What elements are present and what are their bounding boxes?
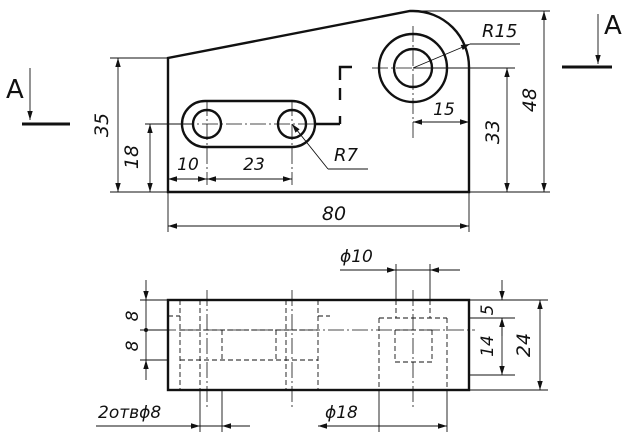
dim-80-text: 80 bbox=[322, 203, 346, 225]
top-outline bbox=[166, 298, 471, 392]
dim-48-text: 48 bbox=[519, 88, 541, 112]
dim-8-dot bbox=[144, 328, 148, 332]
dim-15-text: 15 bbox=[433, 100, 455, 120]
dim-24-text: 24 bbox=[513, 333, 535, 357]
dim-d8-text: 2отвϕ8 bbox=[98, 403, 161, 423]
section-cut-step3 bbox=[338, 65, 352, 80]
dim-18-text: 18 bbox=[121, 145, 143, 169]
dim-10-text: 10 bbox=[177, 155, 199, 175]
section-letter-left: A bbox=[6, 75, 24, 105]
section-mark-right: A bbox=[562, 11, 622, 69]
r7-text: R7 bbox=[334, 145, 359, 166]
r15-text: R15 bbox=[482, 21, 517, 42]
dim-8-bot-text: 8 bbox=[123, 340, 143, 351]
slot-outline bbox=[180, 99, 317, 149]
dim-5-text: 5 bbox=[478, 305, 498, 316]
r15-leader bbox=[412, 43, 471, 69]
dim-33-text: 33 bbox=[482, 120, 504, 144]
dim-35-text: 35 bbox=[91, 113, 113, 137]
r7-leader bbox=[291, 123, 329, 170]
dim-14-text: 14 bbox=[478, 335, 498, 357]
top-view: ϕ10 ϕ18 2отвϕ8 24 14 5 8 8 bbox=[96, 247, 548, 432]
dim-23-text: 23 bbox=[243, 155, 265, 175]
section-letter-right: A bbox=[604, 11, 622, 41]
front-view: 80 48 33 35 18 10 23 15 R15 R7 bbox=[91, 9, 550, 232]
section-mark-left: A bbox=[6, 68, 70, 126]
dim-d10-text: ϕ10 bbox=[340, 247, 373, 267]
dim-8-top-text: 8 bbox=[123, 310, 143, 321]
dim-d18-text: ϕ18 bbox=[325, 403, 358, 423]
